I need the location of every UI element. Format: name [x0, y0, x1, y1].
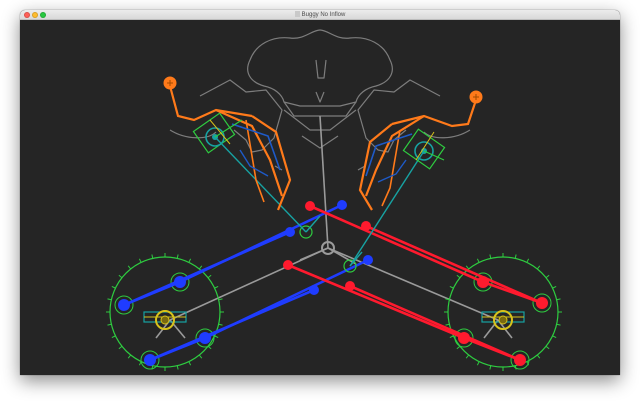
close-button[interactable] [24, 12, 30, 18]
right-motor-assembly [358, 90, 483, 211]
left-motor-assembly [163, 76, 292, 211]
wheel-tick [456, 345, 461, 350]
wheel-tick [207, 274, 212, 279]
window-title-label: Buggy No Inflow [301, 12, 346, 18]
wheel-tick [545, 345, 550, 350]
wheel-tick [556, 298, 561, 301]
center-hub [321, 241, 335, 255]
wheel-tick [445, 298, 450, 301]
wheel-tick [536, 354, 541, 359]
wheel-tick [552, 335, 557, 339]
wheel-tick [449, 285, 454, 289]
wheel-tick [514, 254, 517, 259]
left-leg-bars [123, 203, 369, 362]
wheel-tick [552, 285, 557, 289]
wheel-tick [476, 361, 480, 366]
wheel-tick [176, 254, 179, 259]
wheel-tick [127, 354, 132, 359]
wheel-tick [138, 258, 142, 263]
wheel-tick [536, 265, 541, 270]
wheel-tick [214, 335, 219, 339]
left-wheel [106, 253, 224, 371]
wheel-tick [127, 265, 132, 270]
wheel-tick [198, 354, 203, 359]
window-title: Buggy No Inflow [20, 10, 620, 20]
teal-linkages [214, 136, 425, 267]
wheel-tick [118, 274, 123, 279]
app-window: Buggy No Inflow [20, 10, 620, 375]
wheel-tick [489, 365, 492, 370]
right-hub-motor [481, 310, 525, 330]
wheel-tick [449, 335, 454, 339]
wheel-tick [151, 254, 154, 259]
wheel-tick [465, 265, 470, 270]
left-hub-motor [143, 310, 187, 330]
chassis-outline [169, 29, 471, 171]
simulation-canvas[interactable] [20, 20, 620, 375]
wheel-tick [188, 361, 192, 366]
wheel-tick [188, 258, 192, 263]
wheel-tick [198, 265, 203, 270]
wheel-tick [214, 285, 219, 289]
title-bar[interactable]: Buggy No Inflow [20, 10, 620, 20]
wheel-tick [489, 254, 492, 259]
wheel-tick [445, 323, 450, 326]
wheel-tick [556, 323, 561, 326]
wheel-tick [107, 298, 112, 301]
wheel-tick [176, 365, 179, 370]
canvas-background [20, 20, 620, 375]
wheel-tick [218, 323, 223, 326]
wheel-tick [111, 335, 116, 339]
left-leg-joints [118, 200, 373, 366]
wheel-tick [456, 274, 461, 279]
wheel-tick [526, 258, 530, 263]
wheel-tick [465, 354, 470, 359]
document-icon [294, 11, 300, 18]
wheel-tick [545, 274, 550, 279]
right-leg-joints [283, 201, 548, 366]
center-pivots [299, 225, 357, 273]
right-leg-bars [287, 204, 543, 362]
wheel-tick [118, 345, 123, 350]
zoom-button[interactable] [40, 12, 46, 18]
minimize-button[interactable] [32, 12, 38, 18]
wheel-tick [218, 298, 223, 301]
wheel-tick [476, 258, 480, 263]
wheel-tick [111, 285, 116, 289]
wheel-tick [107, 323, 112, 326]
